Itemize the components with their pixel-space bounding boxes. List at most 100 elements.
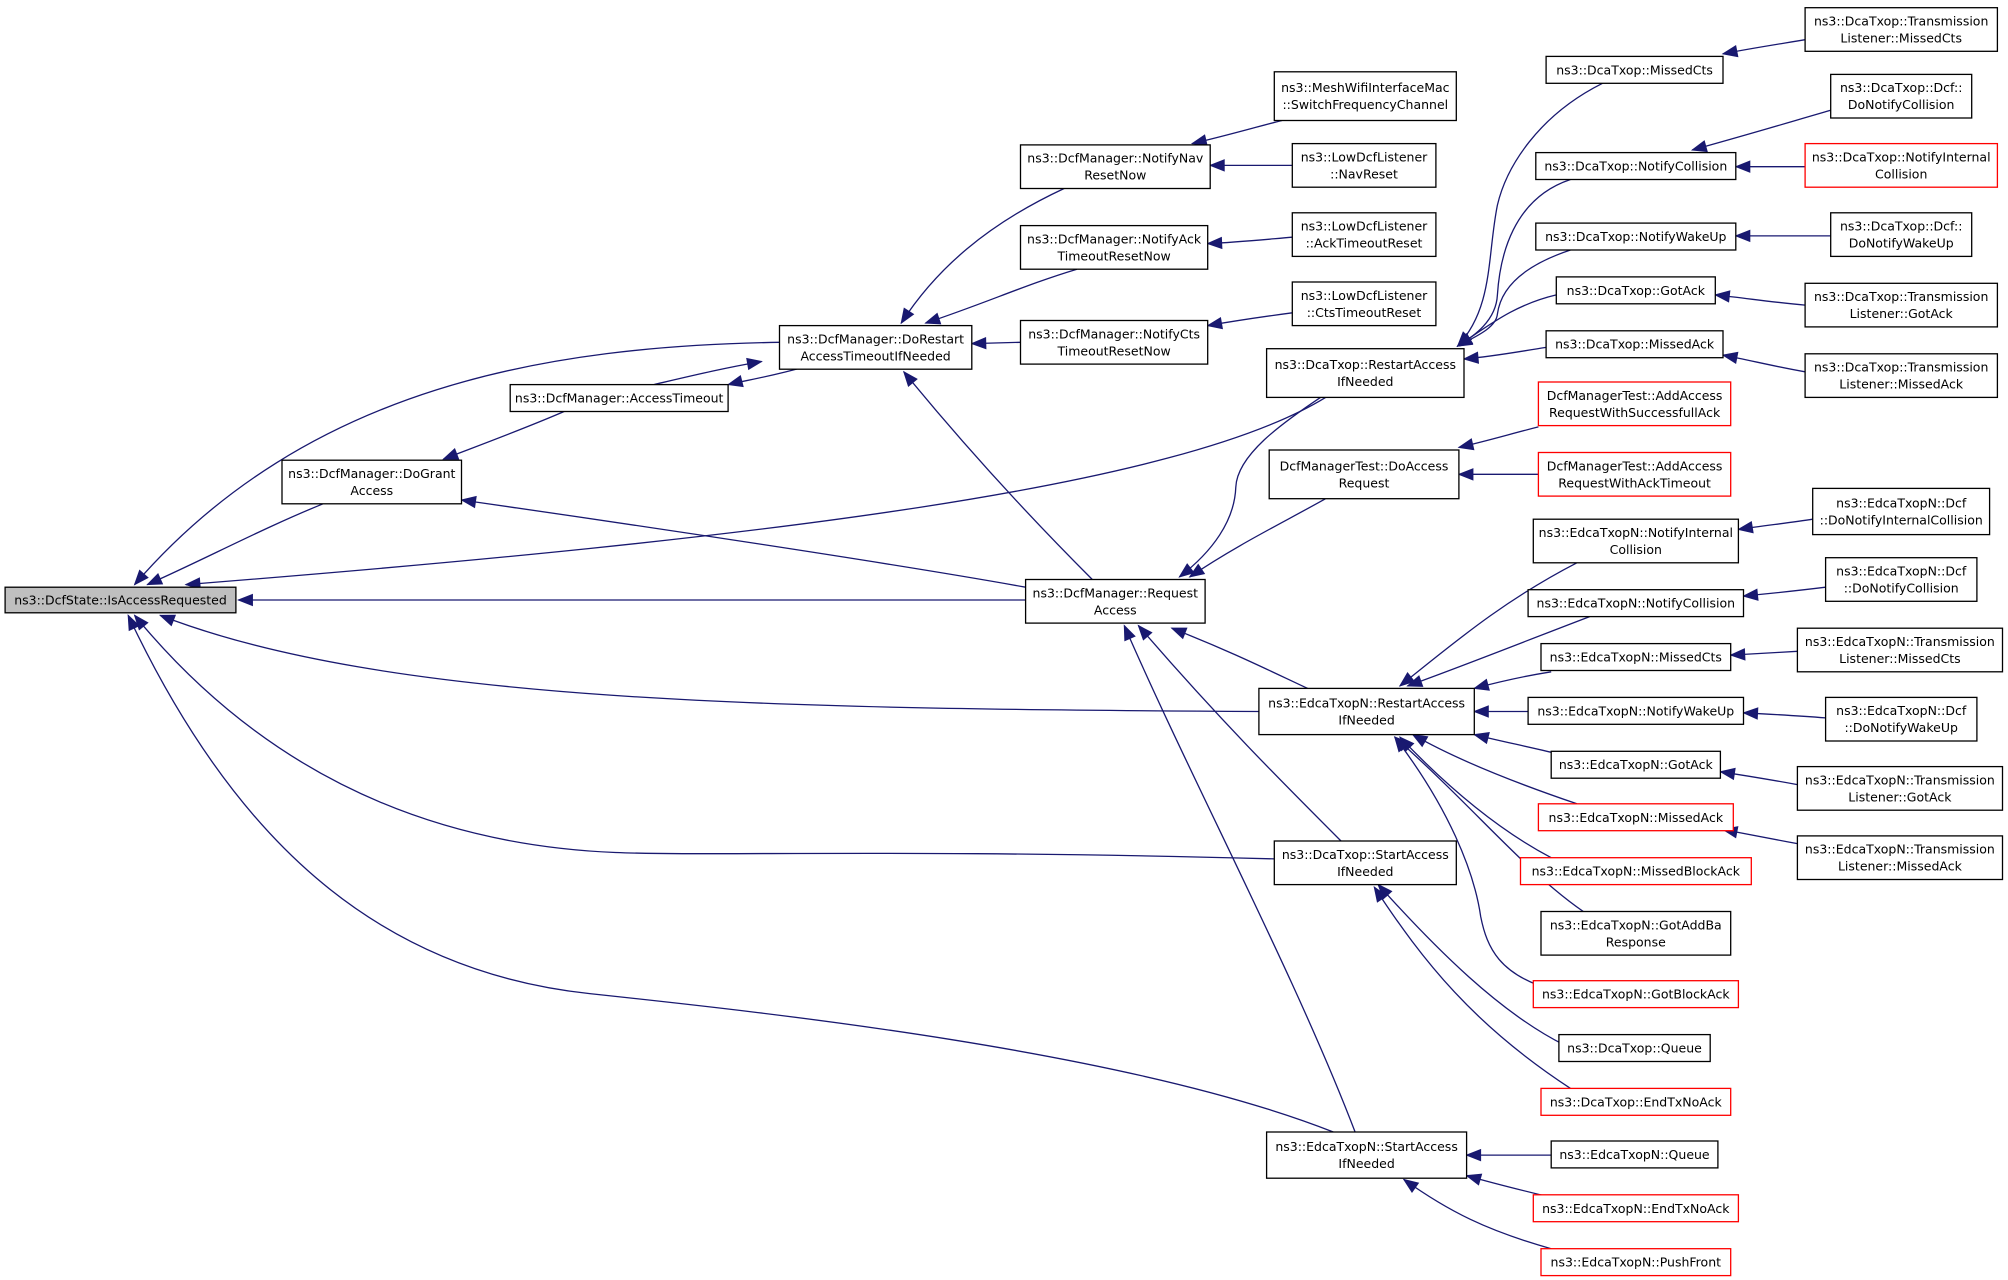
node-dorestart[interactable]: ns3::DcfManager::DoRestartAccessTimeoutI… — [778, 324, 973, 370]
node-box[interactable] — [1291, 142, 1437, 188]
node-edca_notifyinternalcollision[interactable]: ns3::EdcaTxopN::NotifyInternalCollision — [1532, 518, 1740, 564]
node-box[interactable] — [1824, 557, 1978, 602]
node-box[interactable] — [1019, 224, 1209, 270]
node-box[interactable] — [1265, 1131, 1468, 1179]
node-box[interactable] — [509, 383, 729, 413]
node-dcanotifywakeup[interactable]: ns3::DcaTxop::NotifyWakeUp — [1535, 222, 1737, 251]
node-box[interactable] — [1550, 1140, 1719, 1169]
node-edca_gotack[interactable]: ns3::EdcaTxopN::GotAck — [1550, 750, 1722, 779]
node-edca_tl_missedcts[interactable]: ns3::EdcaTxopN::TransmissionListener::Mi… — [1796, 627, 2004, 673]
node-box[interactable] — [1824, 696, 1978, 742]
node-lowctstimeout[interactable]: ns3::LowDcfListener::CtsTimeoutReset — [1291, 281, 1437, 327]
node-lowacktimeout[interactable]: ns3::LowDcfListener::AckTimeoutReset — [1291, 212, 1437, 258]
node-box[interactable] — [1830, 212, 1973, 258]
node-edca_dcf_donotifycollision[interactable]: ns3::EdcaTxopN::Dcf::DoNotifyCollision — [1824, 557, 1978, 602]
node-box[interactable] — [1830, 73, 1973, 119]
node-notifycts[interactable]: ns3::DcfManager::NotifyCtsTimeoutResetNo… — [1019, 319, 1209, 365]
node-dcfmt_success[interactable]: DcfManagerTest::AddAccessRequestWithSucc… — [1537, 381, 1732, 427]
node-edca_tl_gotack[interactable]: ns3::EdcaTxopN::TransmissionListener::Go… — [1796, 765, 2004, 811]
node-box[interactable] — [1532, 980, 1740, 1009]
node-box[interactable] — [1291, 212, 1437, 258]
node-meshswitch[interactable]: ns3::MeshWifiInterfaceMac::SwitchFrequen… — [1273, 71, 1457, 122]
node-notifyack[interactable]: ns3::DcfManager::NotifyAckTimeoutResetNo… — [1019, 224, 1209, 270]
node-box[interactable] — [1804, 142, 1999, 188]
node-dcamissedack[interactable]: ns3::DcaTxop::MissedAck — [1545, 330, 1724, 359]
node-dcamissedcts[interactable]: ns3::DcaTxop::MissedCts — [1545, 55, 1724, 84]
node-box[interactable] — [1265, 348, 1465, 399]
node-dcfmt_acktimeout[interactable]: DcfManagerTest::AddAccessRequestWithAckT… — [1537, 451, 1732, 497]
node-box[interactable] — [1537, 381, 1732, 427]
node-box[interactable] — [1532, 1194, 1740, 1223]
node-edca_tl_missedack[interactable]: ns3::EdcaTxopN::TransmissionListener::Mi… — [1796, 835, 2004, 881]
node-edcaqueue[interactable]: ns3::EdcaTxopN::Queue — [1550, 1140, 1719, 1169]
node-box[interactable] — [1537, 803, 1734, 832]
node-dca_dcf_donotifycollision[interactable]: ns3::DcaTxop::Dcf::DoNotifyCollision — [1830, 73, 1973, 119]
node-box[interactable] — [1796, 835, 2004, 881]
node-dca_tl_missedack[interactable]: ns3::DcaTxop::TransmissionListener::Miss… — [1804, 353, 1999, 399]
node-box[interactable] — [281, 459, 463, 505]
node-box[interactable] — [1804, 353, 1999, 399]
node-root[interactable]: ns3::DcfState::IsAccessRequested — [4, 586, 237, 614]
node-edcapushfront[interactable]: ns3::EdcaTxopN::PushFront — [1540, 1248, 1732, 1277]
node-box[interactable] — [1273, 840, 1457, 886]
node-edca_notifycollision[interactable]: ns3::EdcaTxopN::NotifyCollision — [1527, 589, 1745, 618]
node-box[interactable] — [778, 324, 973, 370]
node-edca_missedcts[interactable]: ns3::EdcaTxopN::MissedCts — [1540, 642, 1732, 672]
node-box[interactable] — [1812, 487, 1991, 536]
node-box[interactable] — [1804, 282, 1999, 328]
node-edca_gotblockack[interactable]: ns3::EdcaTxopN::GotBlockAck — [1532, 980, 1740, 1009]
node-box[interactable] — [4, 586, 237, 614]
node-accesstimeout[interactable]: ns3::DcfManager::AccessTimeout — [509, 383, 729, 413]
node-box[interactable] — [1540, 910, 1732, 956]
node-box[interactable] — [1519, 857, 1752, 886]
node-box[interactable] — [1535, 222, 1737, 251]
node-edca_missedack[interactable]: ns3::EdcaTxopN::MissedAck — [1537, 803, 1734, 832]
node-lownavreset[interactable]: ns3::LowDcfListener::NavReset — [1291, 142, 1437, 188]
node-box[interactable] — [1550, 750, 1722, 779]
node-box[interactable] — [1545, 55, 1724, 84]
node-box[interactable] — [1291, 281, 1437, 327]
node-dcanotifycollision[interactable]: ns3::DcaTxop::NotifyCollision — [1535, 151, 1737, 181]
node-box[interactable] — [1535, 151, 1737, 181]
node-dca_dcf_donotifywakeup[interactable]: ns3::DcaTxop::Dcf::DoNotifyWakeUp — [1830, 212, 1973, 258]
node-box[interactable] — [1527, 696, 1745, 725]
node-dcagotack[interactable]: ns3::DcaTxop::GotAck — [1555, 276, 1716, 305]
node-box[interactable] — [1555, 276, 1716, 305]
node-box[interactable] — [1019, 144, 1211, 190]
node-box[interactable] — [1019, 319, 1209, 365]
node-box[interactable] — [1258, 687, 1475, 736]
node-edca_dcf_donotifywakeup[interactable]: ns3::EdcaTxopN::Dcf::DoNotifyWakeUp — [1824, 696, 1978, 742]
node-box[interactable] — [1796, 765, 2004, 811]
node-box[interactable] — [1024, 578, 1206, 624]
node-dca_tl_missedcts[interactable]: ns3::DcaTxop::TransmissionListener::Miss… — [1804, 7, 1999, 52]
node-box[interactable] — [1532, 518, 1740, 564]
node-edca_notifywakeup[interactable]: ns3::EdcaTxopN::NotifyWakeUp — [1527, 696, 1745, 725]
node-box[interactable] — [1540, 1087, 1732, 1116]
node-box[interactable] — [1804, 7, 1999, 52]
node-edca_dcf_donotifyinternalcollision[interactable]: ns3::EdcaTxopN::Dcf::DoNotifyInternalCol… — [1812, 487, 1991, 536]
node-edcaendtxnoack[interactable]: ns3::EdcaTxopN::EndTxNoAck — [1532, 1194, 1740, 1223]
node-dca_notifyinternalcollision[interactable]: ns3::DcaTxop::NotifyInternalCollision — [1804, 142, 1999, 188]
node-dcaendtxnoack[interactable]: ns3::DcaTxop::EndTxNoAck — [1540, 1087, 1732, 1116]
node-box[interactable] — [1540, 642, 1732, 672]
node-box[interactable] — [1796, 627, 2004, 673]
node-box[interactable] — [1273, 71, 1457, 122]
node-box[interactable] — [1540, 1248, 1732, 1277]
node-box[interactable] — [1558, 1033, 1711, 1063]
node-box[interactable] — [1537, 451, 1732, 497]
node-dca_tl_gotack[interactable]: ns3::DcaTxop::TransmissionListener::GotA… — [1804, 282, 1999, 328]
node-edca_missedblockack[interactable]: ns3::EdcaTxopN::MissedBlockAck — [1519, 857, 1752, 886]
node-box[interactable] — [1527, 589, 1745, 618]
node-box[interactable] — [1268, 449, 1460, 500]
node-dcaqueue[interactable]: ns3::DcaTxop::Queue — [1558, 1033, 1711, 1063]
node-box[interactable] — [1545, 330, 1724, 359]
